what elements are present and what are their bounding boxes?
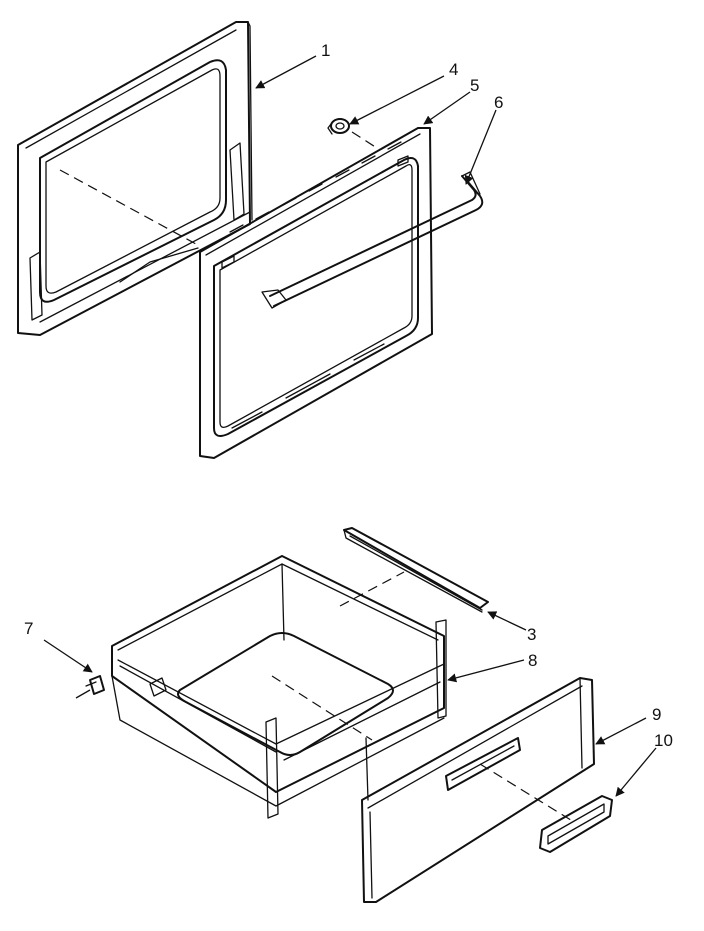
callout-7: 7 — [24, 619, 33, 638]
assembly-line — [365, 737, 369, 801]
drawer-handle-insert — [539, 795, 613, 853]
drawer-clip — [85, 675, 105, 695]
callout-9: 9 — [652, 705, 661, 724]
callout-5: 5 — [470, 76, 479, 95]
assembly-line — [59, 169, 197, 245]
callout-8: 8 — [528, 651, 537, 670]
drawer-box — [111, 555, 447, 819]
callout-3: 3 — [527, 625, 536, 644]
drawer-front-panel — [361, 677, 595, 903]
outer-door-frame — [199, 127, 433, 459]
callout-10: 10 — [654, 731, 673, 750]
callout-1: 1 — [321, 41, 330, 60]
drawer-slide-rail — [343, 527, 489, 613]
assembly-line — [479, 763, 575, 823]
callout-6: 6 — [494, 93, 503, 112]
door-bumper — [327, 118, 350, 135]
inner-door-panel — [17, 21, 253, 336]
assembly-line — [351, 131, 381, 151]
leader-lines — [43, 55, 657, 797]
door-handle-rod — [261, 171, 484, 309]
assembly-line — [271, 675, 373, 741]
assembly-line — [339, 571, 405, 607]
callout-4: 4 — [449, 60, 458, 79]
